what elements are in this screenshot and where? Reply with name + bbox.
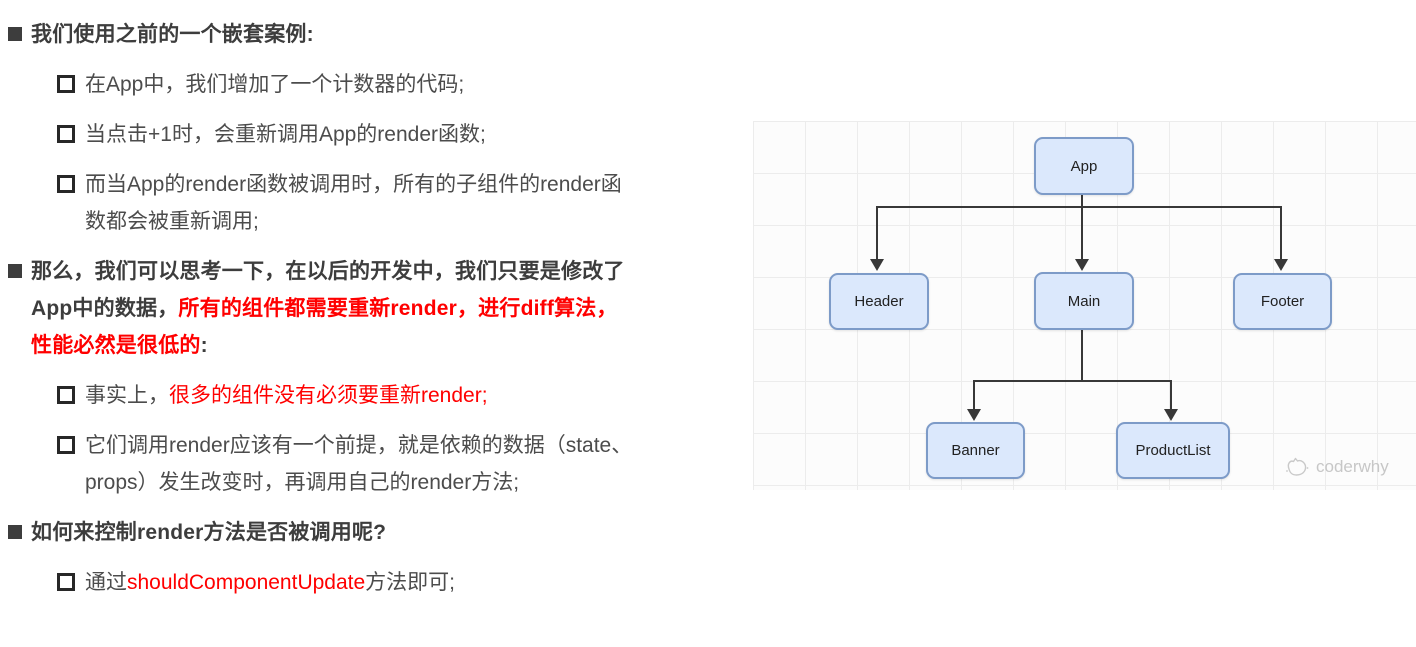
- filled-square-bullet-icon: [8, 27, 22, 41]
- text-segment: 事实上，: [85, 384, 169, 407]
- text-segment: 当点击+1时，会重新调用App的render函数;: [85, 123, 486, 146]
- bullet-item: 如何来控制render方法是否被调用呢?: [8, 514, 756, 551]
- bullet-item: 我们使用之前的一个嵌套案例:: [8, 16, 756, 53]
- node-app: App: [1034, 137, 1134, 195]
- bullet-item: 通过shouldComponentUpdate方法即可;: [57, 564, 756, 601]
- hollow-square-bullet-icon: [57, 125, 75, 143]
- coderwhy-logo-icon: [1286, 457, 1309, 476]
- node-footer: Footer: [1233, 273, 1332, 330]
- connector-main-hbar: [973, 380, 1172, 382]
- hollow-square-bullet-icon: [57, 75, 75, 93]
- node-banner: Banner: [926, 422, 1025, 479]
- text-segment: 在App中，我们增加了一个计数器的代码;: [85, 73, 465, 96]
- text-segment: :: [200, 334, 208, 357]
- arrowhead-banner-icon: [967, 409, 981, 421]
- text-segment-highlight: 很多的组件没有必须要重新render;: [169, 384, 488, 407]
- bullet-item: 当点击+1时，会重新调用App的render函数;: [57, 116, 756, 153]
- arrowhead-main-icon: [1075, 259, 1089, 271]
- node-header: Header: [829, 273, 929, 330]
- text-segment: 而当App的render函数被调用时，所有的子组件的render函 数都会被重新…: [85, 173, 622, 233]
- bullet-item: 它们调用render应该有一个前提，就是依赖的数据（state、 props）发…: [57, 427, 756, 501]
- connector-app-header: [876, 206, 878, 260]
- connector-app-hbar: [876, 206, 1282, 208]
- text-segment-highlight: shouldComponentUpdate: [127, 571, 366, 594]
- bullet-item: 而当App的render函数被调用时，所有的子组件的render函 数都会被重新…: [57, 166, 756, 240]
- connector-app-stem: [1081, 191, 1083, 208]
- connector-main-banner: [973, 380, 975, 410]
- bullet-item: 那么，我们可以思考一下，在以后的开发中，我们只要是修改了 App中的数据，所有的…: [8, 253, 756, 364]
- text-segment: 方法即可;: [365, 571, 456, 594]
- bullet-item: 在App中，我们增加了一个计数器的代码;: [57, 66, 756, 103]
- notes-list: 我们使用之前的一个嵌套案例: 在App中，我们增加了一个计数器的代码; 当点击+…: [8, 10, 756, 614]
- component-tree-diagram: App Header Main Footer Banner ProductLis…: [753, 121, 1416, 490]
- text-segment: 它们调用render应该有一个前提，就是依赖的数据（state、 props）发…: [85, 434, 633, 494]
- connector-main-stem: [1081, 326, 1083, 382]
- hollow-square-bullet-icon: [57, 436, 75, 454]
- text-segment: 通过: [85, 571, 127, 594]
- filled-square-bullet-icon: [8, 525, 22, 539]
- text-segment: 如何来控制render方法是否被调用呢?: [31, 521, 387, 544]
- watermark: coderwhy: [1284, 455, 1389, 479]
- text-segment-highlight: 所有的组件都需要重新render，进行diff算法， 性能必然是很低的: [31, 297, 618, 357]
- arrowhead-productlist-icon: [1164, 409, 1178, 421]
- hollow-square-bullet-icon: [57, 175, 75, 193]
- connector-app-footer: [1280, 206, 1282, 260]
- watermark-text: coderwhy: [1316, 457, 1389, 476]
- node-productlist: ProductList: [1116, 422, 1230, 479]
- bullet-item: 事实上，很多的组件没有必须要重新render;: [57, 377, 756, 414]
- text-segment: 我们使用之前的一个嵌套案例:: [31, 23, 314, 46]
- connector-main-productlist: [1170, 380, 1172, 410]
- arrowhead-footer-icon: [1274, 259, 1288, 271]
- text-segment: 那么，我们可以思考一下，在以后的开发中，我们只要是修改了 App中的数据，: [31, 260, 625, 320]
- connector-app-main: [1081, 206, 1083, 260]
- filled-square-bullet-icon: [8, 264, 22, 278]
- arrowhead-header-icon: [870, 259, 884, 271]
- node-main: Main: [1034, 272, 1134, 330]
- hollow-square-bullet-icon: [57, 573, 75, 591]
- hollow-square-bullet-icon: [57, 386, 75, 404]
